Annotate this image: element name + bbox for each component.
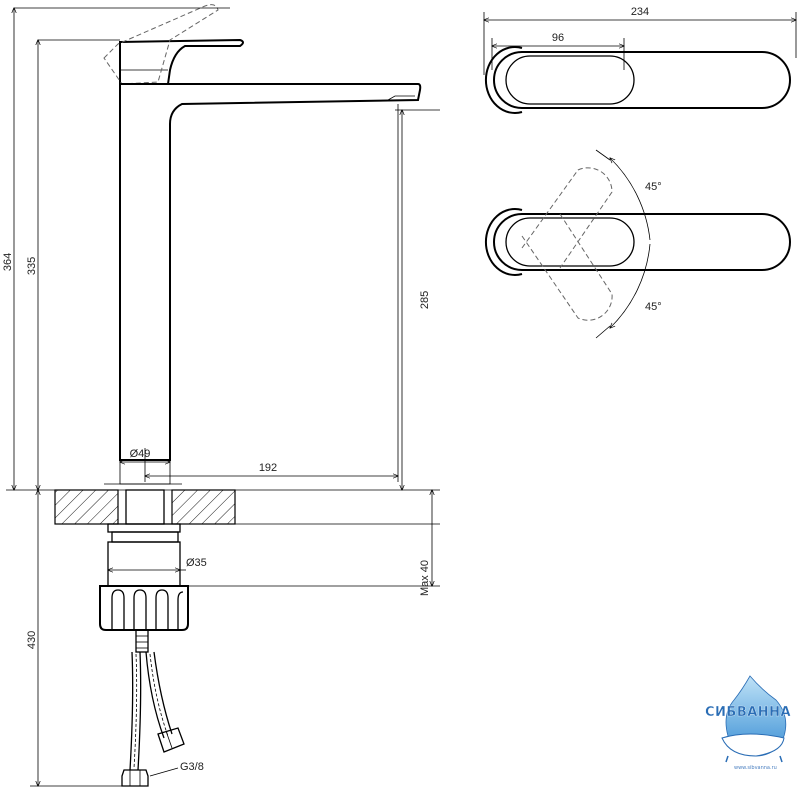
watermark-site: www.sibvanna.ru	[734, 765, 777, 771]
dim-total-height: 364	[2, 253, 14, 271]
dim-overall-depth: 234	[631, 6, 649, 18]
dim-handle-length: 96	[552, 32, 564, 44]
body-outline	[119, 83, 422, 461]
angle-lower: 45°	[645, 301, 662, 313]
bathtub-icon	[721, 733, 785, 757]
top-view-handle-centered	[484, 12, 796, 114]
dim-spout-height: 335	[26, 257, 38, 275]
flexible-hoses	[121, 651, 185, 787]
watermark-logo: СИБВАННА www.sibvanna.ru	[705, 675, 791, 771]
top-view-1-labels: 234 96	[552, 6, 649, 44]
mounting-assembly	[99, 489, 189, 653]
dim-connection-thread: G3/8	[180, 761, 204, 773]
handle-rotated-outline	[103, 4, 219, 85]
dim-hose-length: 430	[26, 631, 38, 649]
front-dimensions	[6, 8, 440, 786]
watermark-brand: СИБВАННА	[705, 705, 791, 720]
angle-upper: 45°	[645, 181, 662, 193]
faucet-side-view	[103, 4, 422, 485]
top-view-handle-rotation	[484, 149, 791, 339]
dim-spout-reach: 192	[259, 462, 277, 474]
top-view-2-labels: 45° 45°	[645, 181, 662, 313]
dim-base-diameter: Ø49	[130, 448, 151, 460]
front-dimension-labels: 364 335 285 Max 40 430 Ø49 192 Ø35 G3/8	[2, 253, 431, 773]
counter-top	[54, 489, 236, 525]
handle-outline	[119, 38, 244, 85]
dim-spout-clearance: 285	[419, 291, 431, 309]
dim-max-counter: Max 40	[419, 560, 431, 596]
dim-shank-diameter: Ø35	[186, 557, 207, 569]
